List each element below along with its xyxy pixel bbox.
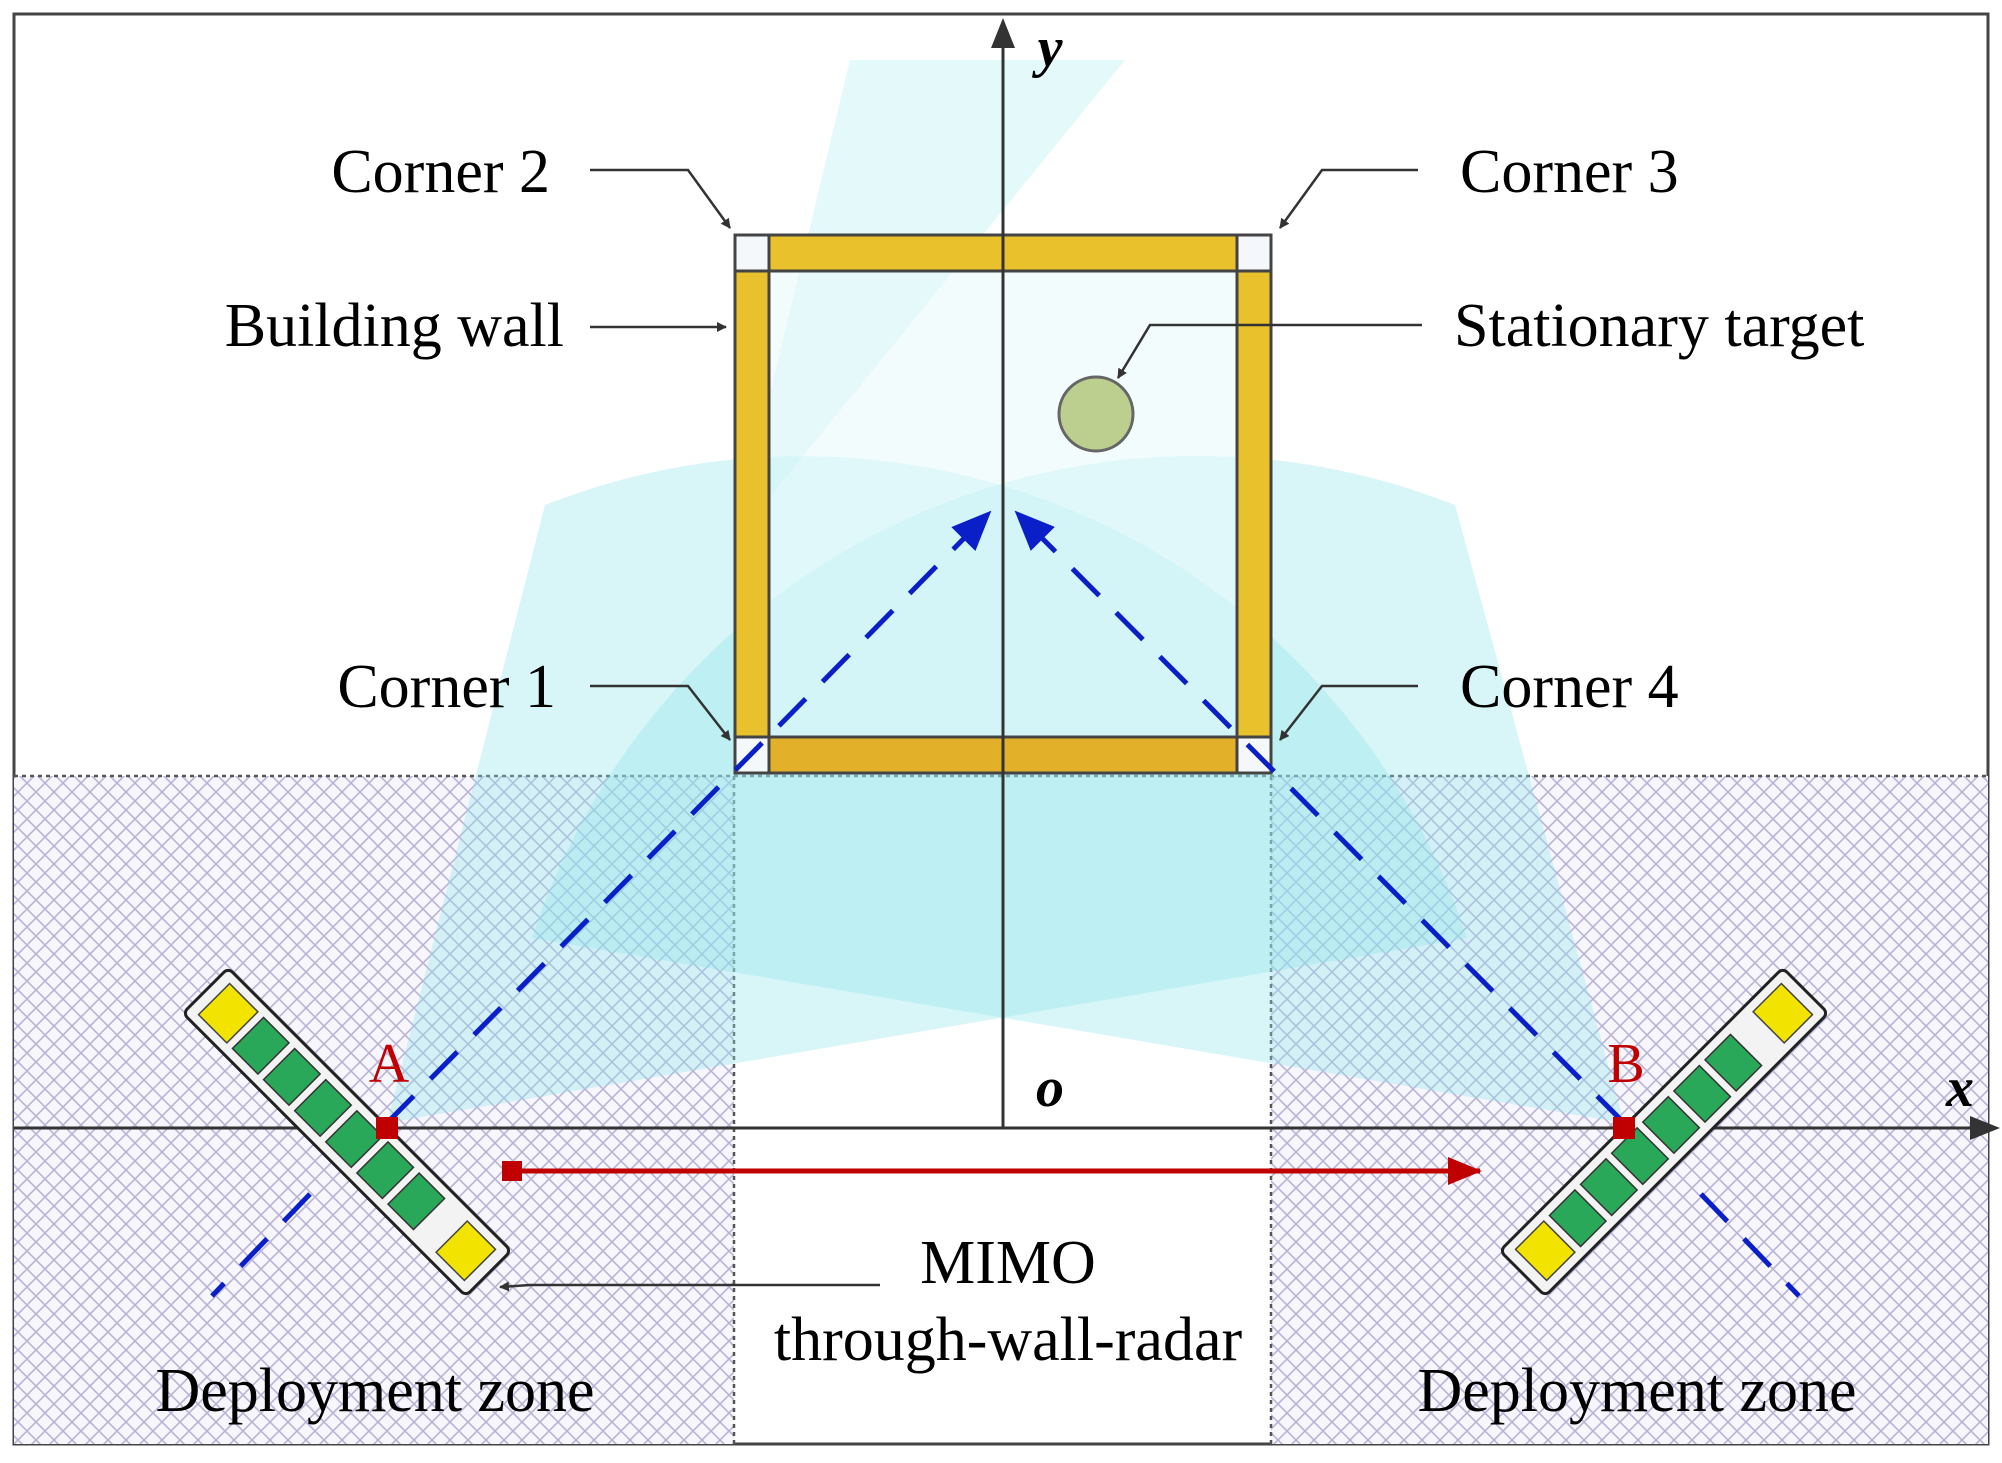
deployment-zone-left-area — [14, 776, 734, 1444]
ray-a-to-center — [385, 510, 992, 1125]
radar-label-line1: MIMO — [920, 1229, 1096, 1297]
point-b-label: B — [1607, 1033, 1644, 1095]
corner-1-label: Corner 1 — [337, 653, 556, 721]
corner-3-block — [1235, 233, 1273, 273]
y-axis-arrowhead — [991, 18, 1015, 48]
corner-3-label: Corner 3 — [1460, 138, 1679, 206]
stationary-target-circle — [1057, 375, 1135, 453]
radar-label-line2: through-wall-radar — [774, 1306, 1243, 1374]
ray-b-to-center — [1014, 510, 1626, 1125]
stationary-target-label: Stationary target — [1454, 292, 1864, 360]
radar-array-a — [183, 968, 511, 1296]
corner-2-label: Corner 2 — [331, 138, 550, 206]
deployment-zone-right-label: Deployment zone — [1417, 1357, 1856, 1425]
leader-corner-3 — [1278, 168, 1418, 229]
deployment-zone-left-label: Deployment zone — [155, 1357, 594, 1425]
x-axis-label: x — [1945, 1057, 1974, 1119]
point-a-label: A — [369, 1033, 410, 1095]
leader-corner-1 — [590, 684, 731, 741]
ray-b-back — [1699, 1192, 1801, 1298]
leader-lines — [499, 168, 1422, 1292]
radar-array-b — [1500, 968, 1828, 1296]
leader-corner-4 — [1279, 684, 1418, 741]
deployment-zones — [14, 774, 1988, 1444]
wall-left — [733, 269, 771, 739]
leader-stationary-target — [1116, 323, 1422, 379]
blue-rays — [210, 510, 1801, 1298]
point-a-marker — [376, 1117, 398, 1139]
movement-arrow — [502, 1157, 1482, 1185]
wall-right — [1235, 269, 1273, 739]
leader-corner-2 — [590, 168, 732, 229]
corner-4-label: Corner 4 — [1460, 653, 1679, 721]
corner-4-block — [1235, 735, 1273, 775]
building-wall-label: Building wall — [225, 292, 564, 360]
x-axis-arrowhead — [1970, 1116, 2000, 1140]
point-b-marker — [1613, 1117, 1635, 1139]
ray-a-back — [210, 1192, 312, 1298]
y-axis-label: y — [1032, 17, 1064, 79]
origin-label: o — [1036, 1057, 1064, 1119]
leader-radar — [499, 1281, 880, 1292]
corner-2-block — [733, 233, 771, 273]
